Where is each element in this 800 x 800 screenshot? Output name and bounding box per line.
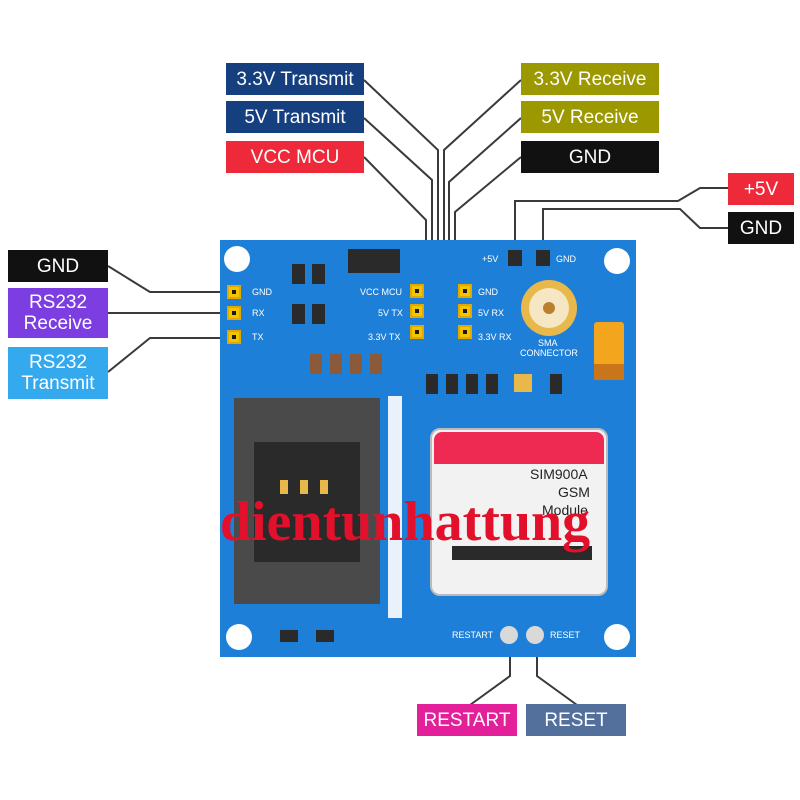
sim-contact bbox=[320, 480, 328, 494]
board-label-3v3-tx: 3.3V TX bbox=[368, 332, 401, 342]
sma-connector bbox=[521, 280, 577, 336]
diode bbox=[426, 374, 438, 394]
sim-contact bbox=[280, 480, 288, 494]
mount-hole bbox=[604, 624, 630, 650]
mount-hole bbox=[224, 246, 250, 272]
wire-plus5 bbox=[514, 187, 728, 252]
label-gnd-top: GND bbox=[521, 141, 659, 173]
board-label-vcc-mcu: VCC MCU bbox=[360, 287, 402, 297]
board-label-sma: SMA bbox=[538, 338, 558, 348]
resistor bbox=[350, 354, 362, 374]
mount-hole bbox=[604, 248, 630, 274]
diode bbox=[466, 374, 478, 394]
gsm-board: GND RX TX VCC MCU 5V TX 3.3V TX GND 5V R… bbox=[220, 240, 636, 657]
resistor bbox=[330, 354, 342, 374]
rs232-rx-pin bbox=[227, 306, 241, 320]
label-rs232-receive-line1: RS232 bbox=[28, 292, 88, 313]
label-rs232-transmit: RS232 Transmit bbox=[8, 347, 108, 399]
watermark-text: dientunhattung bbox=[219, 491, 591, 553]
label-rs232-receive: RS232 Receive bbox=[8, 288, 108, 338]
board-label-5v-rx: 5V RX bbox=[478, 308, 505, 318]
sim-holder-inner bbox=[254, 442, 360, 562]
transistor bbox=[312, 304, 325, 324]
label-gnd-left: GND bbox=[8, 250, 108, 282]
label-3v3-transmit: 3.3V Transmit bbox=[226, 63, 364, 95]
module-word: Module bbox=[542, 502, 588, 518]
module-red-band bbox=[434, 432, 604, 464]
label-vcc-mcu: VCC MCU bbox=[226, 141, 364, 173]
resistor bbox=[370, 354, 382, 374]
reset-switch bbox=[526, 626, 544, 644]
diode bbox=[486, 374, 498, 394]
sim-contact bbox=[300, 480, 308, 494]
label-5v-receive: 5V Receive bbox=[521, 101, 659, 133]
board-label-gnd-power: GND bbox=[556, 254, 576, 264]
board-label-restart: RESTART bbox=[452, 630, 494, 640]
smd-part bbox=[280, 630, 298, 642]
label-restart: RESTART bbox=[417, 704, 517, 736]
label-gnd-right: GND bbox=[728, 212, 794, 244]
board-label-tx: TX bbox=[252, 332, 264, 342]
restart-switch bbox=[500, 626, 518, 644]
board-label-3v3-rx: 3.3V RX bbox=[478, 332, 512, 342]
board-label-gnd-r: GND bbox=[478, 287, 498, 297]
vcc-mcu-pin bbox=[410, 284, 424, 298]
board-label-rx: RX bbox=[252, 308, 265, 318]
wire-rs232-transmit bbox=[107, 337, 226, 373]
label-plus5v: +5V bbox=[728, 173, 794, 205]
transistor bbox=[292, 264, 305, 284]
label-5v-transmit: 5V Transmit bbox=[226, 101, 364, 133]
plus5-pin bbox=[508, 250, 522, 266]
module-barcode bbox=[452, 546, 592, 560]
rs232-tx-pin bbox=[227, 330, 241, 344]
gnd-pin bbox=[458, 284, 472, 298]
5v-tx-pin bbox=[410, 304, 424, 318]
board-label-plus5: +5V bbox=[482, 254, 499, 264]
board-label-sma-connector: CONNECTOR bbox=[520, 348, 578, 358]
diode bbox=[446, 374, 458, 394]
label-rs232-receive-line2: Receive bbox=[23, 313, 93, 334]
capacitor-band bbox=[594, 364, 624, 380]
5v-rx-pin bbox=[458, 304, 472, 318]
rs232-gnd-pin bbox=[227, 285, 241, 299]
side-components bbox=[388, 396, 402, 618]
label-3v3-receive: 3.3V Receive bbox=[521, 63, 659, 95]
label-reset: RESET bbox=[526, 704, 626, 736]
wire-gnd-right bbox=[542, 208, 728, 252]
smd-part bbox=[316, 630, 334, 642]
board-label-5v-tx: 5V TX bbox=[378, 308, 403, 318]
module-name: SIM900A bbox=[530, 466, 588, 482]
diode bbox=[550, 374, 562, 394]
board-label-reset: RESET bbox=[550, 630, 581, 640]
wire-gnd-left bbox=[107, 265, 226, 293]
3v3-tx-pin bbox=[410, 325, 424, 339]
gnd-power-pin bbox=[536, 250, 550, 266]
resistor bbox=[310, 354, 322, 374]
board-label-gnd: GND bbox=[252, 287, 272, 297]
ufl-connector bbox=[514, 374, 532, 392]
mount-hole bbox=[226, 624, 252, 650]
label-rs232-transmit-line1: RS232 bbox=[28, 352, 88, 373]
3v3-rx-pin bbox=[458, 325, 472, 339]
label-rs232-transmit-line2: Transmit bbox=[21, 373, 95, 394]
transistor bbox=[292, 304, 305, 324]
transistor bbox=[312, 264, 325, 284]
module-type: GSM bbox=[558, 484, 590, 500]
ic-chip bbox=[348, 249, 400, 273]
